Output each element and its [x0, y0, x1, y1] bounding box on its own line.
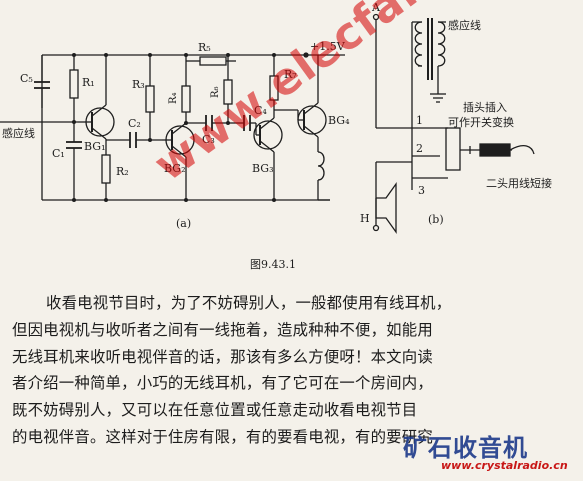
svg-text:二头用线短接: 二头用线短接 — [486, 176, 552, 190]
svg-text:2: 2 — [416, 142, 423, 155]
article-line: 的电视伴音。这样对于住房有限，有的要看电视，有的要研究 — [12, 427, 433, 446]
svg-text:感应线: 感应线 — [2, 126, 35, 140]
svg-text:R₄: R₄ — [168, 92, 179, 104]
article-body: 收看电视节目时，为了不妨碍别人，一般都使用有线耳机， 但因电视机与收听者之间有一… — [12, 290, 580, 451]
capacitor-c5-label: C₅ — [20, 72, 33, 85]
svg-text:C₃: C₃ — [202, 133, 215, 146]
svg-text:插头插入: 插头插入 — [463, 100, 507, 114]
svg-text:图9.43.1: 图9.43.1 — [250, 258, 296, 271]
svg-text:C₂: C₂ — [128, 117, 141, 130]
article-line: 无线耳机来收听电视伴音的话，那该有多么方便呀！本文向读 — [12, 347, 433, 366]
svg-text:C₄: C₄ — [254, 104, 267, 117]
svg-text:BG₄: BG₄ — [328, 114, 350, 127]
article-line: 收看电视节目时，为了不妨碍别人，一般都使用有线耳机， — [46, 294, 452, 312]
svg-text:R₁: R₁ — [82, 76, 95, 89]
svg-text:BG₂: BG₂ — [164, 162, 185, 175]
svg-text:+1.5V: +1.5V — [310, 40, 346, 53]
article-line: 者介绍一种简单，小巧的无线耳机，有了它可在一个房间内， — [12, 374, 433, 393]
svg-text:(a): (a) — [176, 217, 191, 230]
article-line: 但因电视机与收听者之间有一线拖着，造成种种不便，如能用 — [12, 320, 433, 339]
svg-text:R₇: R₇ — [284, 68, 297, 81]
svg-text:R₂: R₂ — [116, 165, 129, 178]
svg-text:(b): (b) — [428, 213, 444, 226]
svg-text:H: H — [360, 212, 370, 225]
svg-text:3: 3 — [418, 184, 425, 197]
svg-text:R₆: R₆ — [210, 86, 221, 98]
logo-url: www.crystalradio.cn — [441, 459, 568, 472]
svg-text:C₅: C₅ — [20, 72, 33, 85]
input-label: 感应线 — [2, 126, 35, 140]
svg-text:BG₁: BG₁ — [84, 140, 105, 153]
svg-text:C₁: C₁ — [52, 147, 65, 160]
circuit-diagram: C₅ 感应线 R₁ C₁ BG₁ R₂ C₂ R₃ BG₂ R₄ — [0, 1, 552, 271]
svg-text:1: 1 — [416, 114, 423, 127]
article-line: 既不妨碍别人，又可以在任意位置或任意走动收看电视节目 — [12, 401, 418, 420]
svg-text:感应线: 感应线 — [448, 18, 481, 32]
svg-text:可作开关变换: 可作开关变换 — [448, 115, 514, 129]
svg-text:A: A — [371, 1, 381, 14]
svg-text:BG₃: BG₃ — [252, 162, 273, 175]
svg-text:R₃: R₃ — [132, 78, 145, 91]
svg-text:R₅: R₅ — [198, 41, 211, 54]
